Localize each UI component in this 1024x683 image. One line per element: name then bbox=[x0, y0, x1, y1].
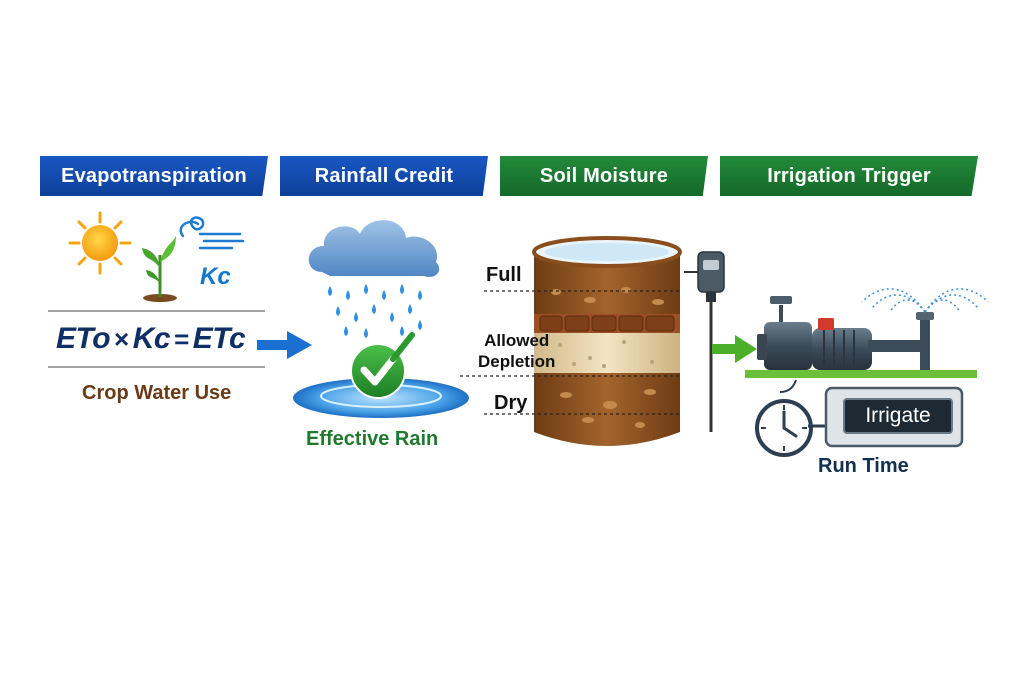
pump-icon bbox=[757, 296, 924, 370]
banner-irrigation-trigger: Irrigation Trigger bbox=[720, 156, 978, 196]
run-time-caption: Run Time bbox=[818, 455, 909, 477]
flow-arrow-1 bbox=[257, 331, 312, 359]
formula-times: × bbox=[114, 324, 129, 354]
soil-column-icon bbox=[532, 236, 682, 446]
et-formula: ETo×Kc=ETc bbox=[56, 322, 246, 356]
banner-evapotranspiration-label: Evapotranspiration bbox=[61, 164, 247, 187]
crop-water-use-caption: Crop Water Use bbox=[82, 382, 232, 404]
banner-evapotranspiration: Evapotranspiration bbox=[40, 156, 268, 196]
clock-icon bbox=[755, 379, 813, 457]
seedling-icon bbox=[142, 236, 177, 302]
level-full-label: Full bbox=[486, 264, 522, 286]
formula-eto: ETo bbox=[56, 322, 111, 355]
formula-kc: Kc bbox=[132, 322, 171, 355]
level-dry-label: Dry bbox=[494, 392, 528, 414]
banner-soil-moisture: Soil Moisture bbox=[500, 156, 708, 196]
effective-rain-caption: Effective Rain bbox=[306, 428, 439, 450]
wind-icon bbox=[179, 216, 245, 250]
ground-strip bbox=[745, 370, 977, 378]
banner-rainfall-credit: Rainfall Credit bbox=[280, 156, 488, 196]
level-allowed-line1: Allowed bbox=[484, 331, 550, 350]
sun-icon bbox=[68, 211, 132, 275]
formula-equals: = bbox=[174, 324, 189, 354]
irrigate-display: Irrigate bbox=[843, 398, 953, 434]
checkmark-icon bbox=[350, 332, 415, 399]
banner-rainfall-credit-label: Rainfall Credit bbox=[314, 164, 454, 187]
banner-irrigation-trigger-label: Irrigation Trigger bbox=[767, 164, 931, 187]
kc-label: Kc bbox=[200, 263, 231, 290]
soil-level-guides bbox=[460, 290, 680, 415]
flow-arrow-2 bbox=[712, 335, 757, 363]
banner-soil-moisture-label: Soil Moisture bbox=[539, 164, 669, 187]
soil-sensor-icon bbox=[684, 251, 725, 432]
level-allowed-line2: Depletion bbox=[478, 352, 556, 371]
formula-etc: ETc bbox=[192, 322, 246, 355]
sprinkler-icon bbox=[861, 288, 989, 370]
rain-cloud-icon bbox=[308, 220, 440, 338]
